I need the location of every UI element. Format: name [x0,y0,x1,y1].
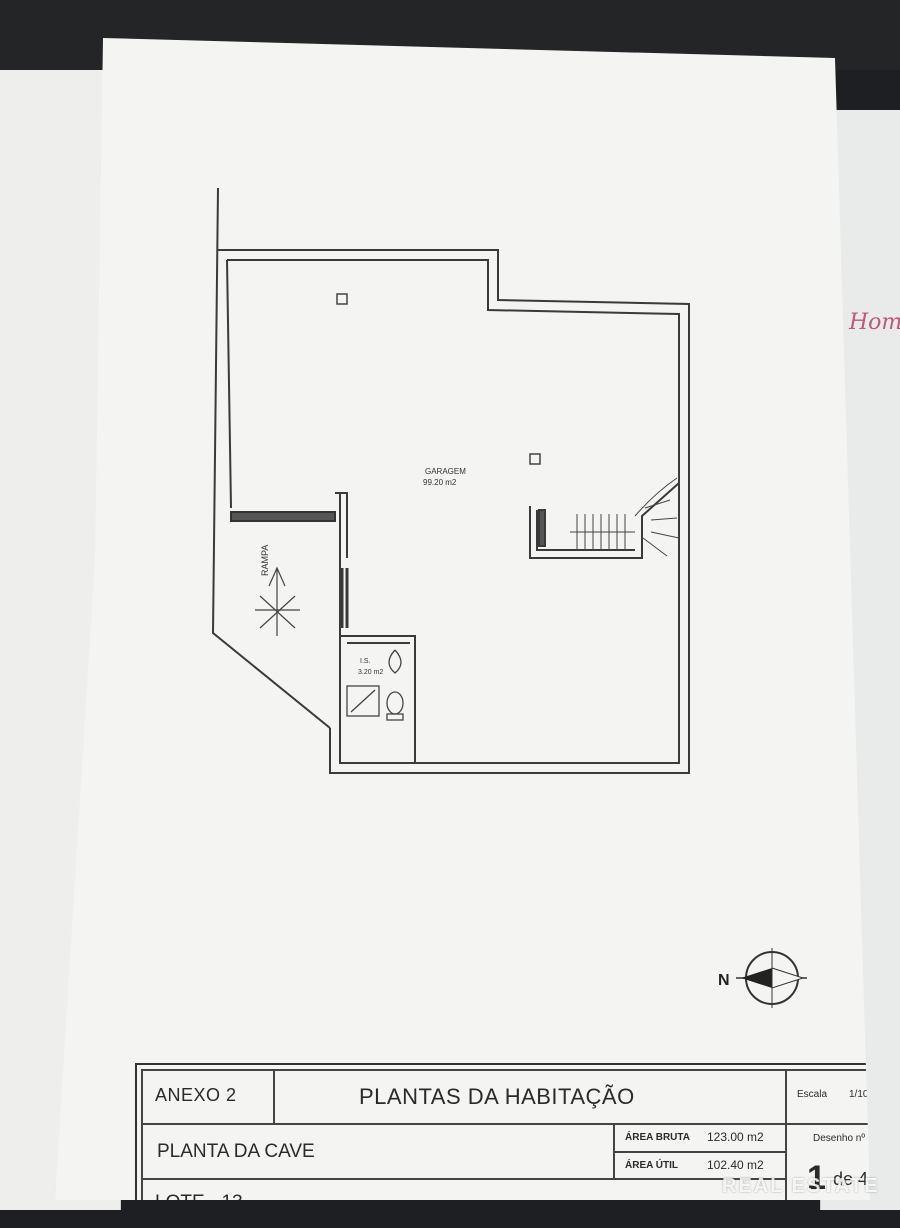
drawing-title: PLANTAS DA HABITAÇÃO [359,1084,635,1109]
title-block: ANEXO 2 PLANTAS DA HABITAÇÃO Escala 1/10… [135,1063,875,1213]
staircase [570,477,680,557]
bathroom-wall [340,635,416,763]
drawing-total: de 4 [833,1169,869,1189]
floor-plan-drawing: GARAGEM 99.20 m2 I.S. 3.20 m2 RAMPA N [211,187,807,1008]
annex-label: ANEXO 2 [155,1085,237,1105]
garage-partition [335,492,348,728]
room-area-garage: 99.20 m2 [423,478,457,487]
scale-label: Escala [797,1089,828,1100]
left-inner-wall [226,259,232,509]
site-boundary [211,187,331,729]
floor-plan-page: GARAGEM 99.20 m2 I.S. 3.20 m2 RAMPA N AN… [55,38,870,1200]
column-marker [336,293,348,305]
toilet-icon [386,691,404,715]
subtitle-cell: PLANTA DA CAVE [142,1124,614,1179]
annex-cell: ANEXO 2 [142,1070,274,1124]
room-name-bathroom: I.S. [360,658,371,665]
lot-cell: LOTE - 13 [142,1179,786,1213]
drawing-number-cell: Desenho nº 1 de 4 [786,1124,870,1200]
column-marker [529,453,541,465]
partition-wall [230,511,336,522]
scale-cell: Escala 1/100 [786,1070,875,1124]
room-name-garage: GARAGEM [425,467,466,476]
net-area-cell: ÁREA ÚTIL 102.40 m2 [614,1152,786,1179]
north-label: N [718,972,730,989]
gross-area-label: ÁREA BRUTA [625,1132,690,1143]
room-area-bathroom: 3.20 m2 [358,669,383,676]
watermark-text: REAL ESTATE [722,1175,880,1197]
drawing-number: 1 [807,1159,826,1197]
door-jamb [340,568,349,628]
drawing-number-label: Desenho nº [813,1133,866,1144]
handwritten-note: Homk. [849,310,900,335]
gross-area-value: 123.00 m2 [707,1130,764,1144]
stair-door [538,509,546,547]
inner-wall [227,259,680,764]
outer-wall [218,249,690,774]
net-area-label: ÁREA ÚTIL [625,1160,678,1171]
scale-value: 1/100 [849,1089,875,1100]
drawing-subtitle: PLANTA DA CAVE [157,1141,315,1162]
net-area-value: 102.40 m2 [707,1158,764,1172]
bathroom-fixtures [346,649,404,721]
washbasin-icon [388,649,402,674]
ramp-label: RAMPA [260,545,270,576]
lot-label: LOTE - 13 [155,1192,243,1213]
shower-tray [346,685,380,717]
title-cell: PLANTAS DA HABITAÇÃO [274,1070,786,1124]
gross-area-cell: ÁREA BRUTA 123.00 m2 [614,1124,786,1152]
stair-wall-inner [536,510,635,551]
north-arrow-icon: N [718,948,807,1008]
ramp-arrow [255,566,300,636]
